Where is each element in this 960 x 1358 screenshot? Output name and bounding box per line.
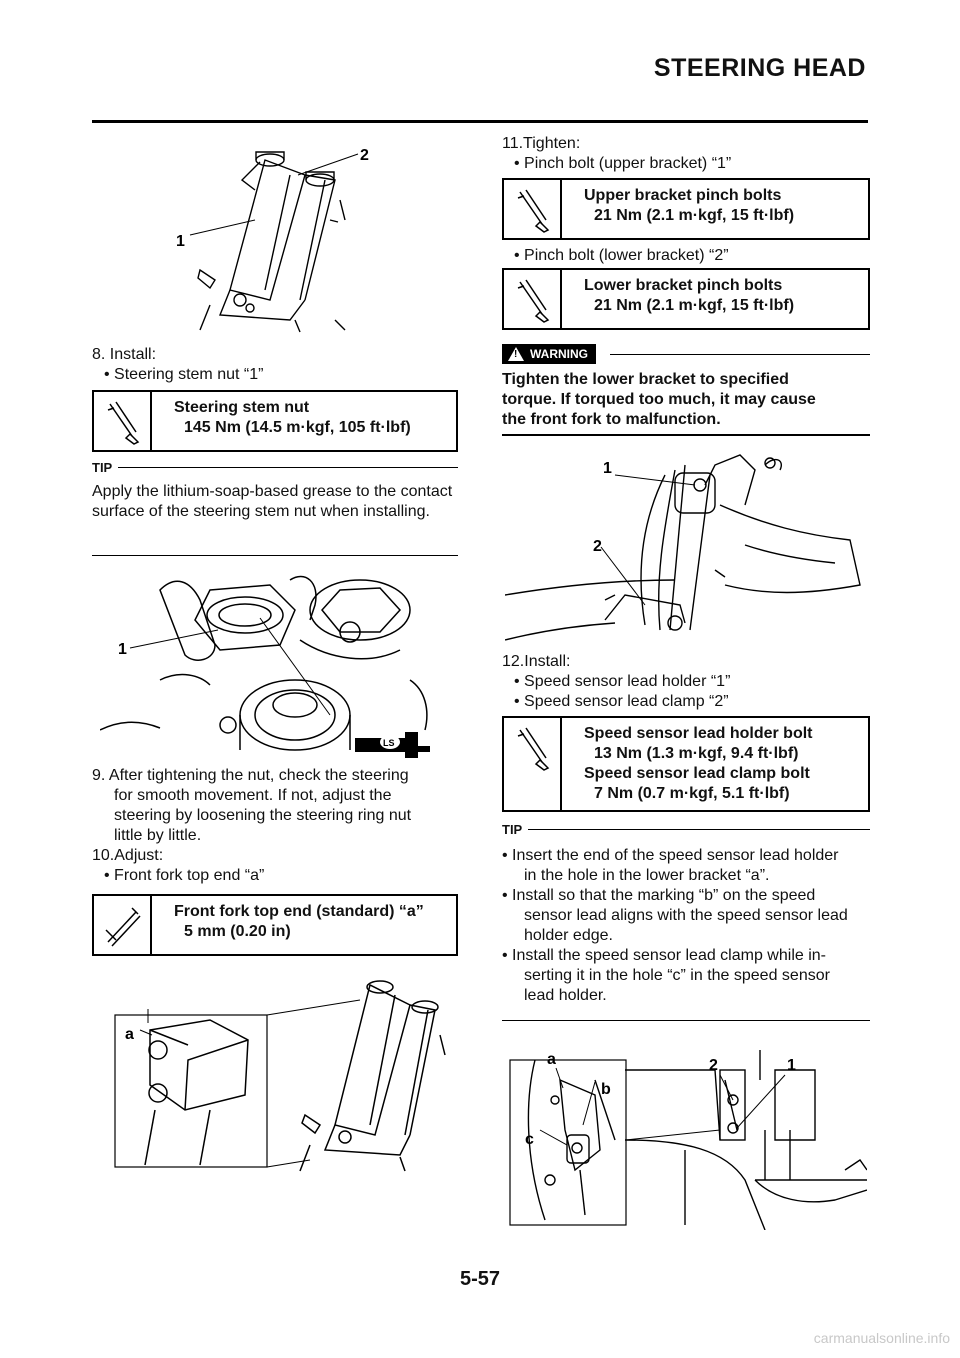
warning-line-3: the front fork to malfunction.	[502, 411, 721, 428]
step-8: 8. Install:	[92, 346, 157, 363]
spec-name: Steering stem nut	[174, 399, 310, 416]
spec-name-2: Speed sensor lead clamp bolt	[584, 765, 810, 782]
figure-stem-nut-grease: LS 1	[100, 575, 430, 758]
step-12: 12.Install:	[502, 653, 571, 670]
spec-name: Upper bracket pinch bolts	[584, 187, 782, 204]
step-9-line-4: little by little.	[114, 827, 202, 844]
fig5-callout-c: c	[525, 1131, 534, 1148]
spec-name-1: Speed sensor lead holder bolt	[584, 725, 813, 742]
tip-label: TIP	[92, 460, 113, 475]
warning-badge: ! WARNING	[502, 344, 596, 364]
spec-name: Front fork top end (standard) “a”	[174, 903, 424, 920]
tip2-b3-line-1: • Install the speed sensor lead clamp wh…	[502, 947, 826, 964]
warning-line-1: Tighten the lower bracket to specified	[502, 371, 789, 388]
spec-box-upper-bracket: Upper bracket pinch bolts 21 Nm (2.1 m·k…	[502, 178, 870, 240]
step-9-line-3: steering by loosening the steering ring …	[114, 807, 412, 824]
watermark: carmanualsonline.info	[813, 1330, 950, 1346]
figure-fork-top-end: a	[114, 980, 446, 1172]
warning-end-rule	[502, 434, 870, 436]
tip-label: TIP	[502, 822, 523, 837]
step-10-bullet: • Front fork top end “a”	[104, 867, 265, 884]
warning-header: ! WARNING	[502, 344, 870, 364]
tip-text: Apply the lithium-soap-based grease to t…	[92, 483, 453, 520]
spec-value: 21 Nm (2.1 m·kgf, 15 ft·lbf)	[594, 297, 795, 314]
spec-value-2: 7 Nm (0.7 m·kgf, 5.1 ft·lbf)	[594, 785, 790, 802]
ls-label: LS	[383, 738, 395, 748]
tip2-b3-line-2: serting it in the hole “c” in the speed …	[524, 967, 830, 984]
step-9-line-2: for smooth movement. If not, adjust the	[114, 787, 392, 804]
step-9-line-1: 9. After tightening the nut, check the s…	[92, 767, 409, 784]
tip2-b3-line-3: lead holder.	[524, 987, 607, 1004]
step-10: 10.Adjust:	[92, 847, 164, 864]
torque-wrench-icon	[504, 180, 562, 238]
title-rule	[92, 120, 868, 123]
spec-value: 145 Nm (14.5 m·kgf, 105 ft·lbf)	[184, 419, 411, 436]
tip2-b2-line-2: sensor lead aligns with the speed sensor…	[524, 907, 848, 924]
tip-end-rule	[92, 555, 458, 556]
torque-wrench-icon	[504, 270, 562, 328]
fig5-callout-b: b	[601, 1081, 611, 1098]
spec-name: Lower bracket pinch bolts	[584, 277, 783, 294]
spec-value: 5 mm (0.20 in)	[184, 923, 291, 940]
spec-box-fork-top-end: Front fork top end (standard) “a” 5 mm (…	[92, 894, 458, 956]
step-12-bullet-2: • Speed sensor lead clamp “2”	[514, 693, 729, 710]
grease-ls-icon: LS	[355, 732, 430, 758]
tip-header: TIP	[502, 822, 870, 837]
figure-pinch-bolts: 1 2	[505, 454, 861, 641]
spec-box-speed-sensor: Speed sensor lead holder bolt 13 Nm (1.3…	[502, 716, 870, 812]
tip2-b1-line-1: • Insert the end of the speed sensor lea…	[502, 847, 839, 864]
tip-end-rule	[502, 1020, 870, 1021]
page-number: 5-57	[459, 1268, 501, 1290]
tip2-b1-line-2: in the hole in the lower bracket “a”.	[524, 867, 770, 884]
spec-value: 21 Nm (2.1 m·kgf, 15 ft·lbf)	[594, 207, 795, 224]
torque-wrench-icon	[504, 718, 562, 810]
figure-speed-sensor-holder: a b c 2 1	[509, 1050, 867, 1230]
fig5-callout-1: 1	[787, 1057, 796, 1074]
tip2-b2-line-1: • Install so that the marking “b” on the…	[502, 887, 816, 904]
spec-value-1: 13 Nm (1.3 m·kgf, 9.4 ft·lbf)	[594, 745, 799, 762]
fig4-callout-1: 1	[603, 460, 612, 477]
step-11-bullet-1: • Pinch bolt (upper bracket) “1”	[514, 155, 732, 172]
fig2-callout-1: 1	[118, 641, 127, 658]
warning-line-2: torque. If torqued too much, it may caus…	[502, 391, 816, 408]
page-title: STEERING HEAD	[653, 54, 866, 82]
step-12-bullet-1: • Speed sensor lead holder “1”	[514, 673, 731, 690]
tip2-b2-line-3: holder edge.	[524, 927, 613, 944]
spec-box-lower-bracket: Lower bracket pinch bolts 21 Nm (2.1 m·k…	[502, 268, 870, 330]
tip-header: TIP	[92, 460, 458, 475]
warning-label: WARNING	[530, 347, 588, 361]
fig5-callout-2: 2	[709, 1057, 718, 1074]
fig4-callout-2: 2	[593, 538, 602, 555]
step-11: 11.Tighten:	[502, 135, 581, 152]
warning-triangle-icon: !	[508, 347, 524, 361]
step-11-bullet-2: • Pinch bolt (lower bracket) “2”	[514, 247, 729, 264]
spec-box-steering-stem-nut: Steering stem nut 145 Nm (14.5 m·kgf, 10…	[92, 390, 458, 452]
caliper-icon	[94, 896, 152, 954]
fig5-callout-a: a	[547, 1051, 556, 1068]
torque-wrench-icon	[94, 392, 152, 450]
fig1-callout-2: 2	[360, 147, 369, 164]
figure-steering-stem-nut: 1 2	[176, 147, 369, 333]
fig1-callout-1: 1	[176, 233, 185, 250]
fig3-callout-a: a	[125, 1026, 134, 1043]
step-8-bullet: • Steering stem nut “1”	[104, 366, 264, 383]
